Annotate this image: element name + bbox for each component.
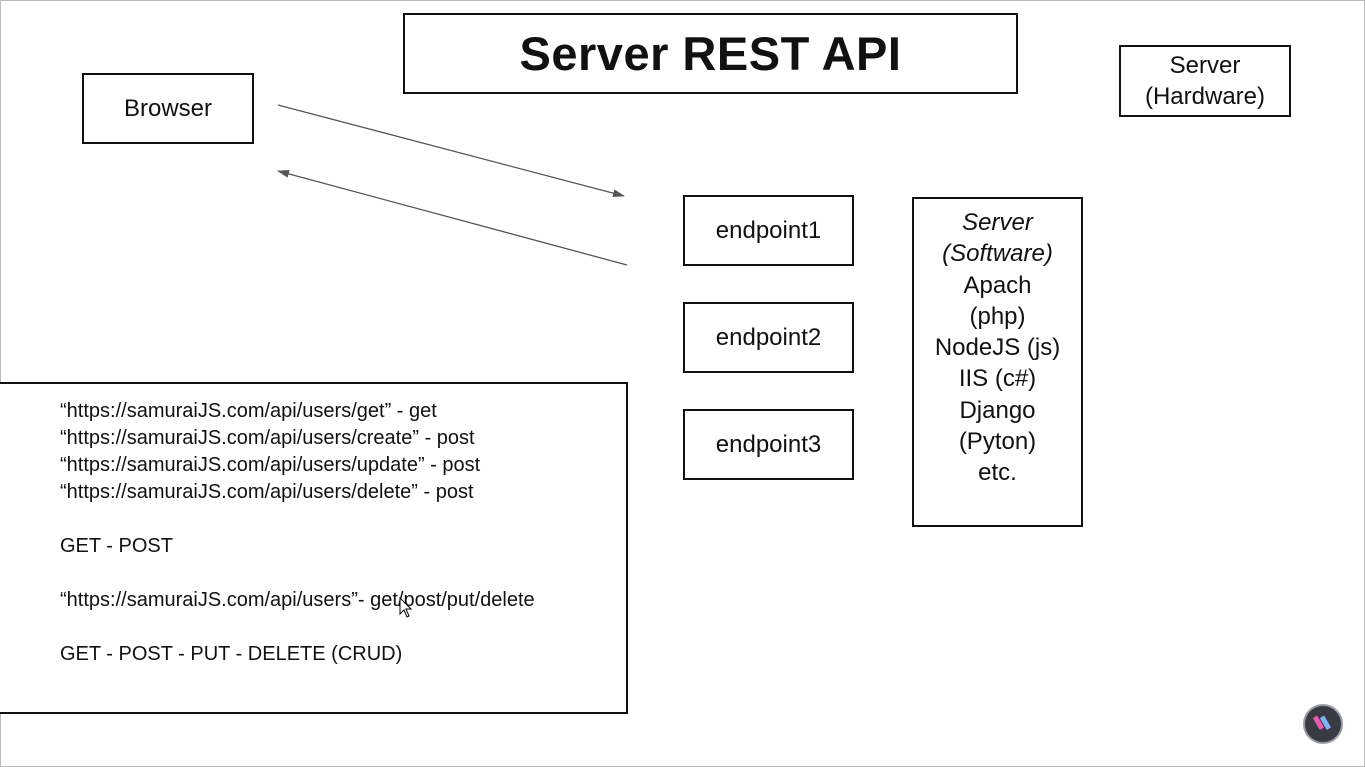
methods-full: GET - POST - PUT - DELETE (CRUD): [60, 643, 403, 665]
url-update: “https://samuraiJS.com/api/users/update”…: [60, 454, 481, 476]
software-item: IIS (c#): [958, 365, 1037, 393]
mouse-cursor-icon: [399, 597, 413, 618]
endpoint2-label: endpoint2: [715, 323, 822, 351]
software-heading-line1: Server: [962, 209, 1033, 236]
software-item: Apach: [963, 271, 1032, 299]
software-item: (php): [969, 302, 1026, 330]
endpoint3-box: endpoint3: [683, 409, 854, 480]
slide-title: Server REST API: [519, 27, 902, 80]
endpoint1-label: endpoint1: [715, 216, 822, 244]
hardware-label-line2: (Hardware): [1144, 83, 1266, 110]
software-item: etc.: [978, 459, 1017, 487]
software-item: (Pyton): [958, 428, 1037, 456]
title-box: Server REST API: [403, 13, 1018, 94]
software-item: Django: [959, 396, 1036, 424]
url-get: “https://samuraiJS.com/api/users/get” - …: [60, 400, 437, 422]
request-arrow: [277, 104, 625, 198]
software-item: NodeJS (js): [934, 334, 1061, 362]
browser-label: Browser: [123, 94, 213, 122]
endpoint3-label: endpoint3: [715, 430, 822, 458]
channel-logo-icon: [1303, 704, 1343, 744]
url-create: “https://samuraiJS.com/api/users/create”…: [60, 427, 475, 449]
hardware-label-line1: Server: [1169, 52, 1241, 79]
url-delete: “https://samuraiJS.com/api/users/delete”…: [60, 481, 474, 503]
endpoint2-box: endpoint2: [683, 302, 854, 373]
rest-url: “https://samuraiJS.com/api/users”- get/p…: [60, 589, 535, 611]
response-arrow: [277, 169, 628, 266]
methods-short: GET - POST: [60, 535, 173, 557]
software-heading-line2: (Software): [942, 240, 1053, 268]
browser-box: Browser: [82, 73, 254, 144]
endpoint1-box: endpoint1: [683, 195, 854, 266]
server-hardware-box: Server (Hardware): [1119, 45, 1291, 117]
notes-box: “https://samuraiJS.com/api/users/get” - …: [0, 382, 628, 714]
server-software-box: Server (Software) Apach (php) NodeJS (js…: [912, 197, 1083, 527]
